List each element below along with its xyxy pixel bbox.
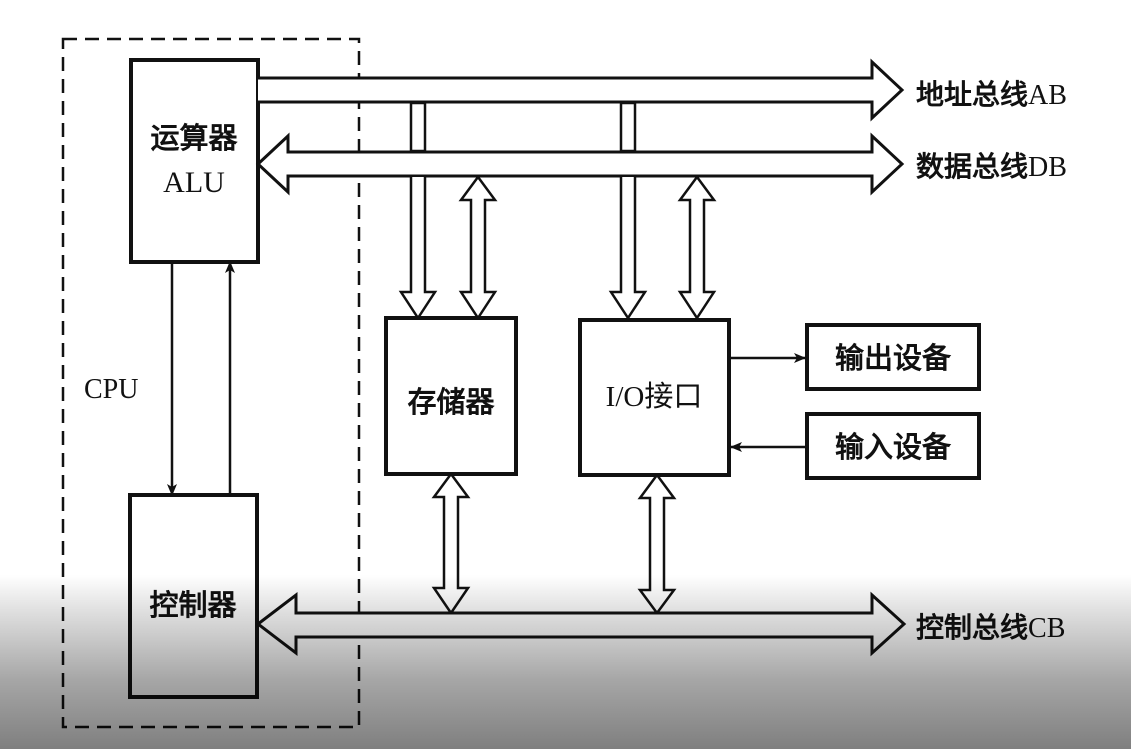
memory-control-arrow [431,471,471,616]
control-bus-cn: 控制总线 [916,611,1028,644]
control-bus-label: 控制总线CB [916,611,1065,644]
output-device-name: 输出设备 [835,341,952,375]
controller-name: 控制器 [149,588,237,622]
alu-name-cn: 运算器 [150,121,238,155]
data-bus [255,132,905,196]
io-control-arrow [637,472,677,616]
control-bus-abbr: CB [1028,613,1065,644]
data-bus-label: 数据总线DB [916,150,1067,183]
data-bus-cn: 数据总线 [916,150,1028,183]
input-device-name: 输入设备 [835,430,952,464]
data-io-arrow [677,174,717,321]
cpu-label: CPU [84,374,138,405]
address-to-memory-arrow [398,101,438,321]
data-memory-arrow [458,174,498,321]
address-bus-label: 地址总线AB [916,78,1067,111]
io-interface-block: I/O接口 [578,318,731,477]
input-device-block: 输入设备 [805,412,981,480]
memory-name: 存储器 [407,385,495,419]
address-bus-abbr: AB [1028,80,1067,111]
controller-block: 控制器 [128,493,259,699]
control-bus [255,591,907,657]
address-bus-cn: 地址总线 [916,78,1028,111]
memory-block: 存储器 [384,316,518,476]
io-interface-name: I/O接口 [606,380,703,413]
address-bus [258,58,905,122]
alu-block: 运算器 ALU [129,58,260,264]
alu-name-en: ALU [163,166,225,199]
data-bus-abbr: DB [1028,152,1067,183]
output-device-block: 输出设备 [805,323,981,391]
address-to-io-arrow [608,101,648,321]
